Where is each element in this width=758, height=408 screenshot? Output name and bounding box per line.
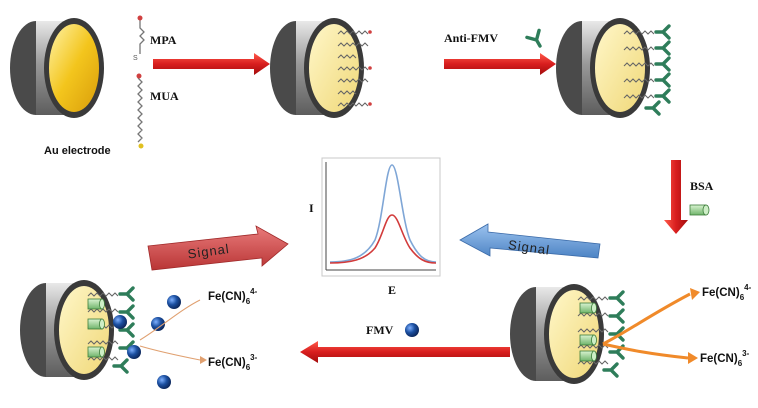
sam-modified-electrode	[270, 18, 372, 118]
voltammogram-plot	[321, 157, 441, 277]
svg-text:S: S	[133, 55, 138, 62]
bsa-blocked-electrode	[510, 284, 625, 384]
ferricyanide-label-left: Fe(CN)63-	[208, 353, 258, 372]
signal-arrow-right: Signal	[459, 223, 601, 259]
plot-y-label: I	[309, 201, 314, 215]
fmv-particle-icon	[405, 323, 419, 337]
blue-peak-series	[329, 164, 437, 263]
mpa-label: MPA	[150, 33, 177, 47]
mua-label: MUA	[150, 89, 179, 103]
fmv-bound-electrode	[20, 280, 181, 389]
au-electrode-bare	[10, 18, 104, 118]
anti-fmv-label: Anti-FMV	[444, 31, 498, 45]
redox-flow-right	[602, 288, 700, 364]
signal-left-text: Signal	[187, 241, 231, 262]
fmv-label: FMV	[366, 323, 394, 337]
signal-right-text: Signal	[507, 237, 551, 258]
ferrocyanide-label-left: Fe(CN)64-	[208, 287, 258, 306]
mpa-molecule: S	[133, 15, 145, 62]
ferrocyanide-label-right: Fe(CN)64-	[702, 283, 752, 302]
au-electrode-label: Au electrode	[44, 145, 111, 157]
redox-flow-left	[139, 299, 207, 364]
anti-fmv-antibody-icon	[525, 28, 542, 48]
step-arrow-sam	[153, 53, 270, 75]
mua-molecule	[136, 73, 144, 149]
bsa-molecule-icon	[689, 204, 710, 216]
step-arrow-antibody	[444, 53, 556, 75]
antibody-electrode	[556, 18, 671, 118]
red-peak-series	[329, 214, 437, 264]
ferricyanide-label-right: Fe(CN)63-	[700, 349, 750, 368]
bsa-label: BSA	[690, 179, 714, 193]
step-arrow-bsa	[664, 160, 688, 234]
signal-arrow-left: Signal	[147, 225, 289, 271]
plot-x-label: E	[388, 283, 396, 297]
step-arrow-fmv	[300, 341, 510, 363]
